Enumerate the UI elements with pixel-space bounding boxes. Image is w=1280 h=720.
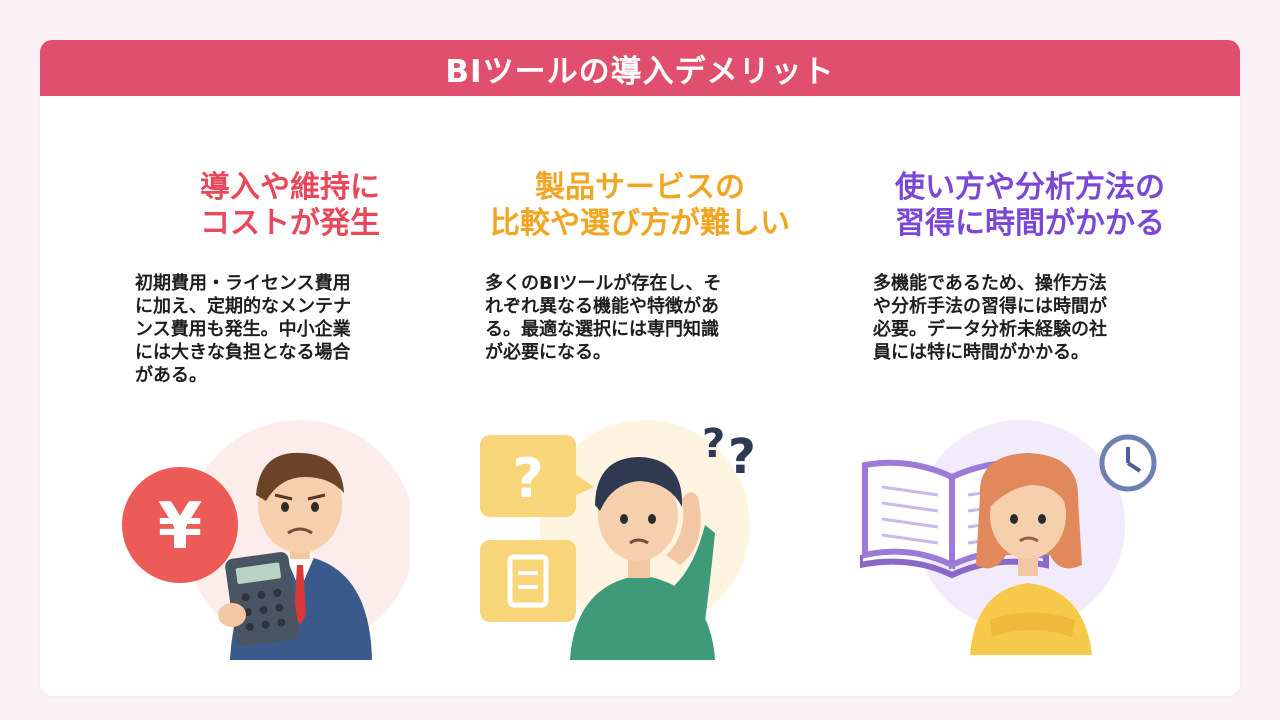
svg-text:?: ? — [512, 447, 543, 510]
calculator-icon — [218, 552, 299, 646]
column-cost: 導入や維持に コストが発生 初期費用・ライセンス費用 に加え、定期的なメンテナ … — [110, 170, 470, 386]
column-learning: 使い方や分析方法の 習得に時間がかかる 多機能であるため、操作方法 や分析手法の… — [850, 170, 1210, 363]
confused-man-figure — [570, 457, 715, 660]
svg-text:?: ? — [702, 421, 725, 467]
illustration-learning — [860, 420, 1157, 655]
header-bar: BIツールの導入デメリット — [40, 40, 1240, 96]
illustration-selection: ? ? ? — [480, 420, 756, 660]
svg-text:?: ? — [728, 429, 756, 485]
yen-coin-icon: ¥ — [122, 467, 238, 583]
clock-icon — [1099, 434, 1157, 492]
column-selection: 製品サービスの 比較や選び方が難しい 多くのBIツールが存在し、そ れぞれ異なる… — [460, 170, 820, 363]
illustration-cost: ¥ — [122, 420, 410, 660]
column-heading: 導入や維持に コストが発生 — [200, 170, 380, 241]
question-bubble-icon: ? — [480, 435, 594, 517]
svg-text:¥: ¥ — [158, 490, 203, 564]
page-title: BIツールの導入デメリット — [445, 53, 835, 90]
document-bubble-icon — [480, 540, 576, 622]
column-body: 多くのBIツールが存在し、そ れぞれ異なる機能や特徴があ る。最適な選択には専門… — [485, 273, 722, 363]
woman-figure — [970, 453, 1092, 655]
slide-card: BIツールの導入デメリット 導入や維持に コストが発生 初期費用・ライセンス費用… — [40, 40, 1240, 696]
column-heading: 製品サービスの 比較や選び方が難しい — [490, 170, 790, 241]
column-body: 多機能であるため、操作方法 や分析手法の習得には時間が 必要。データ分析未経験の… — [873, 273, 1107, 363]
column-body: 初期費用・ライセンス費用 に加え、定期的なメンテナ ンス費用も発生。中小企業 に… — [135, 273, 351, 386]
question-marks-icon: ? ? — [702, 421, 756, 485]
column-heading: 使い方や分析方法の 習得に時間がかかる — [895, 170, 1165, 241]
